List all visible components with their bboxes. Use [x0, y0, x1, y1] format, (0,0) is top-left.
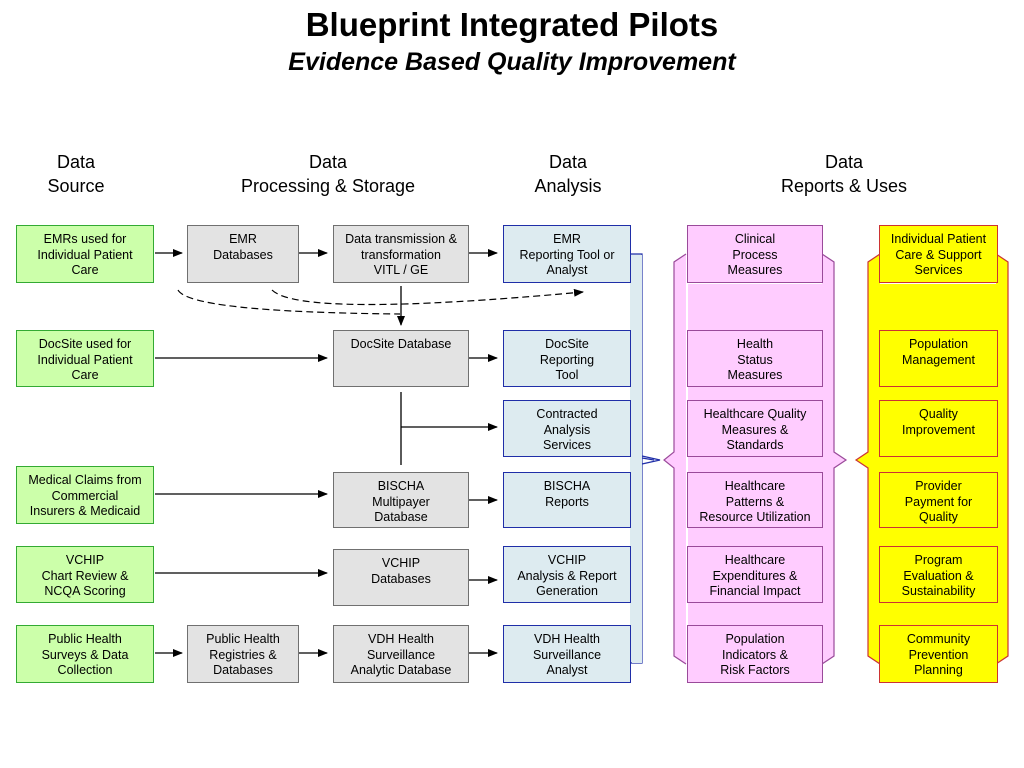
vdh-analytic-database[interactable]: VDH Health Surveillance Analytic Databas…: [333, 625, 469, 683]
analysis-docsite-reporting[interactable]: DocSite Reporting Tool: [503, 330, 631, 387]
use-community-prevention[interactable]: Community Prevention Planning: [879, 625, 998, 683]
analysis-bracket-point: [641, 455, 661, 465]
measure-healthcare-quality[interactable]: Healthcare Quality Measures & Standards: [687, 400, 823, 457]
bischa-database[interactable]: BISCHA Multipayer Database: [333, 472, 469, 528]
column-header-analysis: Data Analysis: [534, 152, 602, 196]
analysis-emr-reporting[interactable]: EMR Reporting Tool or Analyst: [503, 225, 631, 283]
vchip-databases[interactable]: VCHIP Databases: [333, 549, 469, 606]
page-title: Blueprint Integrated Pilots: [305, 6, 719, 43]
measure-expenditures[interactable]: Healthcare Expenditures & Financial Impa…: [687, 546, 823, 603]
measure-health-status[interactable]: Health Status Measures: [687, 330, 823, 387]
measure-healthcare-patterns[interactable]: Healthcare Patterns & Resource Utilizati…: [687, 472, 823, 528]
public-health-registries[interactable]: Public Health Registries & Databases: [187, 625, 299, 683]
measure-population-indicators[interactable]: Population Indicators & Risk Factors: [687, 625, 823, 683]
docsite-database[interactable]: DocSite Database: [333, 330, 469, 387]
use-program-evaluation[interactable]: Program Evaluation & Sustainability: [879, 546, 998, 603]
source-vchip[interactable]: VCHIP Chart Review & NCQA Scoring: [16, 546, 154, 603]
source-medical-claims[interactable]: Medical Claims from Commercial Insurers …: [16, 466, 154, 524]
source-docsite[interactable]: DocSite used for Individual Patient Care: [16, 330, 154, 387]
uses-bracket: [854, 253, 881, 665]
analysis-vchip[interactable]: VCHIP Analysis & Report Generation: [503, 546, 631, 603]
measures-bracket: [663, 253, 687, 665]
column-header-source: Data Source: [47, 152, 105, 196]
page-subtitle: Evidence Based Quality Improvement: [288, 48, 736, 76]
use-individual-patient-care[interactable]: Individual Patient Care & Support Servic…: [879, 225, 998, 283]
use-provider-payment[interactable]: Provider Payment for Quality: [879, 472, 998, 528]
source-emrs[interactable]: EMRs used for Individual Patient Care: [16, 225, 154, 283]
emr-databases[interactable]: EMR Databases: [187, 225, 299, 283]
source-public-health[interactable]: Public Health Surveys & Data Collection: [16, 625, 154, 683]
analysis-bischa-reports[interactable]: BISCHA Reports: [503, 472, 631, 528]
column-header-processing: Data Processing & Storage: [240, 152, 416, 196]
data-transmission[interactable]: Data transmission & transformation VITL …: [333, 225, 469, 283]
column-header-reports: Data Reports & Uses: [780, 152, 908, 196]
use-population-management[interactable]: Population Management: [879, 330, 998, 387]
use-quality-improvement[interactable]: Quality Improvement: [879, 400, 998, 457]
analysis-contracted[interactable]: Contracted Analysis Services: [503, 400, 631, 457]
analysis-vdh[interactable]: VDH Health Surveillance Analyst: [503, 625, 631, 683]
measure-clinical-process[interactable]: Clinical Process Measures: [687, 225, 823, 283]
